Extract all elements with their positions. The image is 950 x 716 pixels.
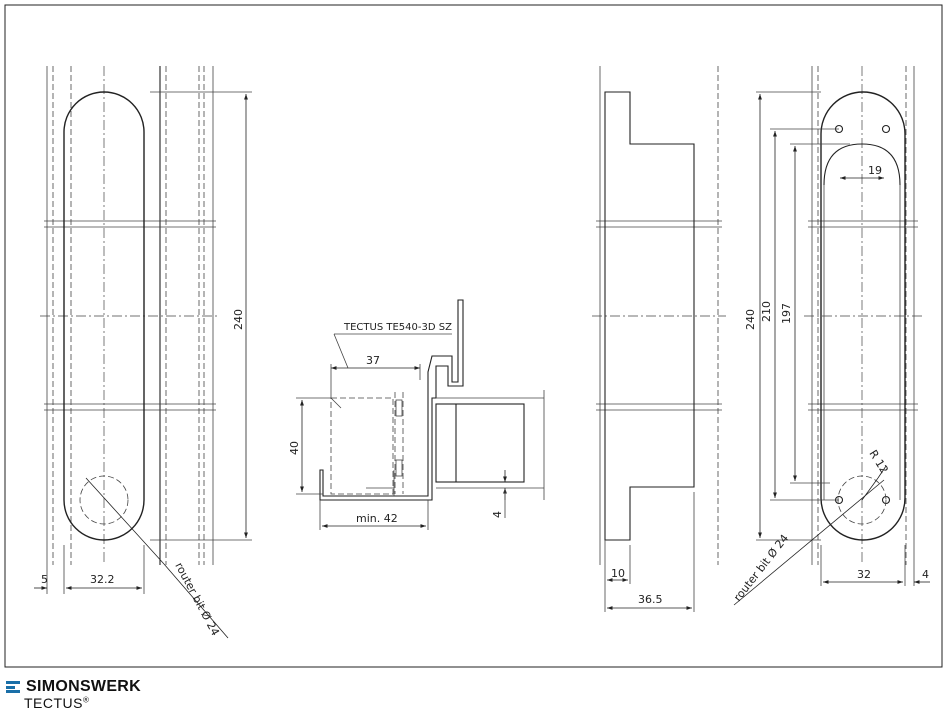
- side-dim-10: 10: [611, 567, 625, 580]
- section-dim-min42: min. 42: [356, 512, 398, 525]
- left-view: router bit Ø 24 240 5 32.2: [34, 66, 252, 638]
- registered-mark: ®: [83, 695, 89, 704]
- right-router-note: router bit Ø 24: [731, 532, 791, 604]
- right-view: 19 240 210 197 R 12 router bit Ø 24 32 4: [731, 66, 930, 605]
- brand-logo: SIMONSWERK TECTUS®: [6, 678, 141, 711]
- screw-hole: [883, 126, 890, 133]
- section-dim-40: 40: [288, 441, 301, 455]
- simonswerk-mark-icon: [6, 681, 20, 693]
- side-view: 10 36.5: [592, 66, 726, 612]
- left-dim-32-2: 32.2: [90, 573, 115, 586]
- product-label: TECTUS TE540-3D SZ: [343, 322, 452, 333]
- brand-name: SIMONSWERK: [26, 678, 141, 696]
- section-dim-4: 4: [491, 511, 504, 518]
- door-leaf: [436, 404, 524, 482]
- drawing-frame: [5, 5, 942, 667]
- section-view: TECTUS TE540-3D SZ 37 40 min. 42: [288, 300, 544, 530]
- right-dim-210: 210: [760, 301, 773, 322]
- left-dim-240: 240: [232, 309, 245, 330]
- side-dim-36-5: 36.5: [638, 593, 663, 606]
- right-dim-r12: R 12: [866, 448, 890, 476]
- right-dim-32: 32: [857, 568, 871, 581]
- right-dim-4: 4: [922, 568, 929, 581]
- brand-product-name: TECTUS: [24, 695, 83, 711]
- brand-product: TECTUS®: [24, 695, 141, 711]
- section-dim-37: 37: [366, 354, 380, 367]
- left-dim-5: 5: [41, 573, 48, 586]
- right-dim-197: 197: [780, 303, 793, 324]
- right-dim-19: 19: [868, 164, 882, 177]
- right-dim-240: 240: [744, 309, 757, 330]
- left-router-note: router bit Ø 24: [172, 560, 222, 638]
